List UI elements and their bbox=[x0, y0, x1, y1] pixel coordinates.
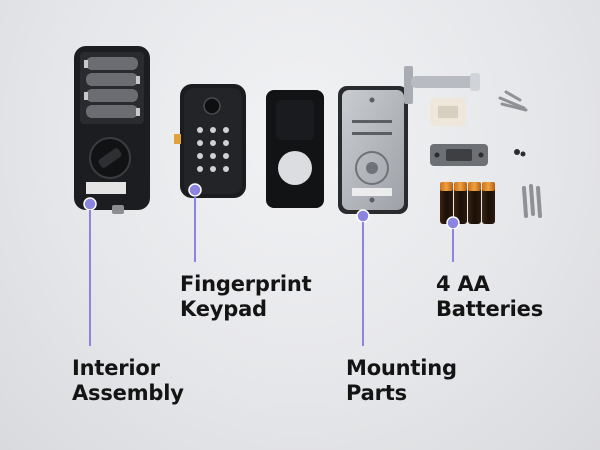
label-keypad-line1: Fingerprint bbox=[180, 272, 312, 296]
callout-mounting bbox=[356, 209, 370, 346]
label-batteries-line1: 4 AA bbox=[436, 272, 490, 296]
lock-interior-assembly-icon bbox=[74, 46, 150, 214]
fingerprint-keypad-icon bbox=[174, 84, 246, 198]
rubber-gasket-icon bbox=[266, 90, 324, 208]
label-batteries: 4 AA Batteries bbox=[436, 272, 543, 322]
door-latch-icon bbox=[404, 66, 480, 126]
callout-keypad bbox=[188, 183, 202, 262]
callout-batteries bbox=[446, 216, 460, 262]
label-interior-assembly: Interior Assembly bbox=[72, 356, 184, 406]
label-mounting-parts: Mounting Parts bbox=[346, 356, 457, 406]
mounting-plate-icon bbox=[338, 86, 408, 214]
label-mounting-line2: Parts bbox=[346, 381, 407, 405]
label-fingerprint-keypad: Fingerprint Keypad bbox=[180, 272, 312, 322]
label-batteries-line2: Batteries bbox=[436, 297, 543, 321]
label-mounting-line1: Mounting bbox=[346, 356, 457, 380]
screws-icon bbox=[498, 90, 542, 218]
label-interior-line2: Assembly bbox=[72, 381, 184, 405]
label-keypad-line2: Keypad bbox=[180, 297, 267, 321]
label-interior-line1: Interior bbox=[72, 356, 160, 380]
aa-batteries-icon bbox=[440, 182, 495, 224]
callout-interior bbox=[83, 197, 97, 346]
strike-plate-icon bbox=[430, 144, 488, 166]
